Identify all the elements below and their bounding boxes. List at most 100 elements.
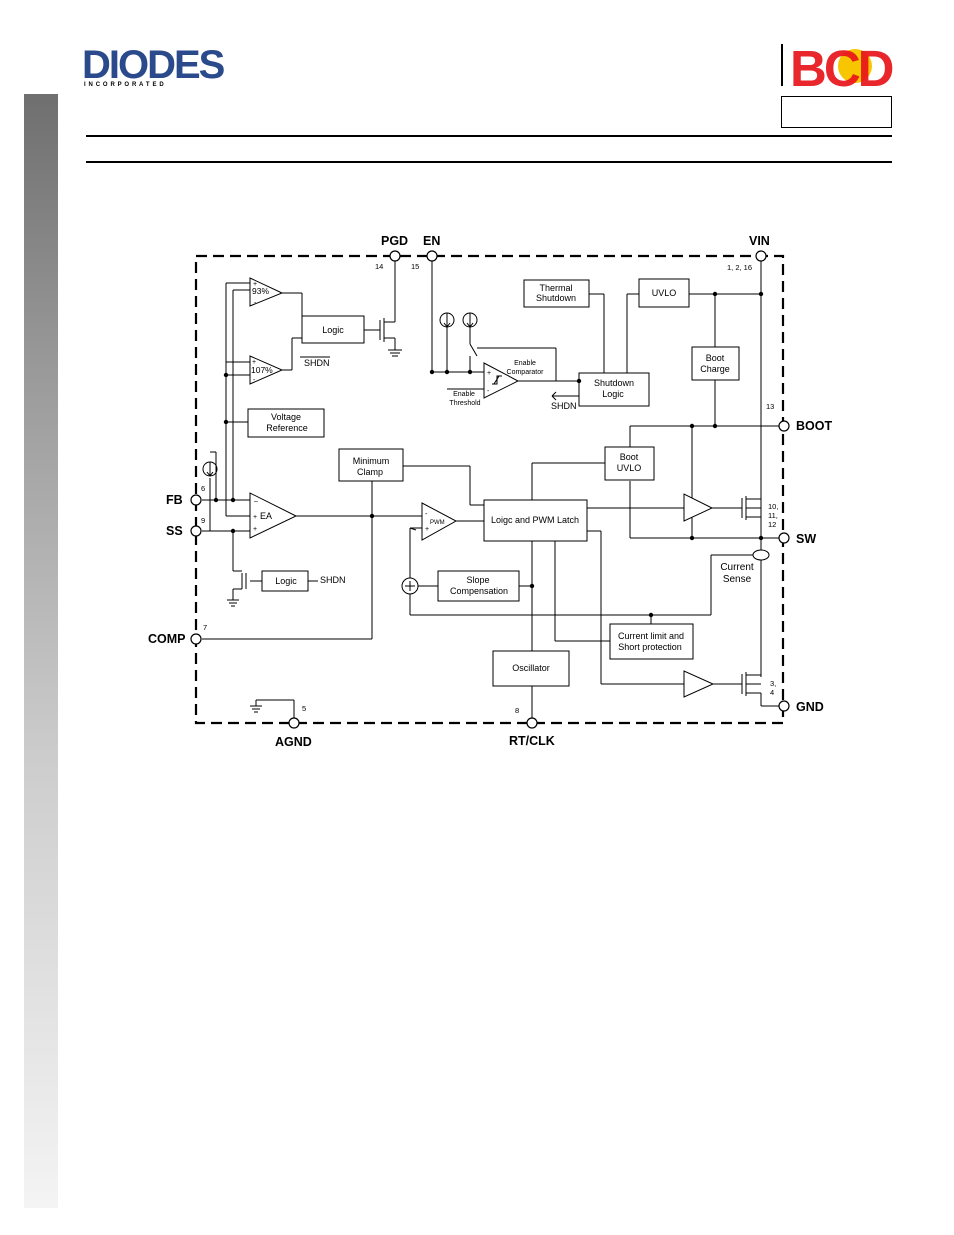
- label-enable-threshold-2: Threshold: [449, 400, 480, 407]
- label-enable-comparator-2: Comparator: [507, 369, 545, 376]
- bcd-logo-sun: [838, 49, 872, 83]
- label-shdn-bottom: SHDN: [320, 575, 346, 585]
- pin-sw: [778, 532, 790, 544]
- pin-label-agnd: AGND: [275, 735, 312, 749]
- label-pwm-latch: Loigc and PWM Latch: [491, 515, 579, 525]
- pin-vin: [755, 250, 767, 262]
- label-logic-top: Logic: [322, 325, 344, 335]
- pin-agnd: [288, 717, 300, 729]
- pin-number-rtclk: 8: [515, 706, 519, 715]
- pwm-latch-block: [483, 499, 588, 542]
- thermal-shutdown-block: [523, 279, 590, 308]
- sign-107-plus: +: [252, 359, 256, 366]
- logic-top-block: [301, 315, 365, 344]
- label-current-limit: Current limit and: [618, 631, 684, 641]
- label-shdn-shutdown: SHDN: [551, 401, 577, 411]
- label-enable-threshold-1: Enable: [453, 391, 475, 398]
- pin-label-rtclk: RT/CLK: [509, 734, 555, 748]
- pin-label-pgd: PGD: [381, 234, 408, 248]
- bcd-logo-divider: [781, 44, 783, 86]
- side-gradient-bar: [24, 94, 58, 1208]
- pin-number-ss: 9: [201, 516, 205, 525]
- pin-label-comp: COMP: [148, 632, 186, 646]
- pwm-comparator: [421, 502, 458, 541]
- label-boot-charge-1: Boot: [706, 353, 725, 363]
- pin-label-sw: SW: [796, 532, 816, 546]
- diodes-logo-text: DIODES: [82, 43, 225, 87]
- label-shdn-top: SHDN: [304, 358, 330, 368]
- enable-comparator: [483, 362, 520, 399]
- sign-93-plus: +: [253, 281, 257, 288]
- pin-fb: [190, 494, 202, 506]
- label-minimum: Minimum: [353, 456, 390, 466]
- label-93-percent: 93%: [252, 286, 269, 296]
- bcd-logo-text: BCD: [790, 40, 893, 97]
- part-number-box: [781, 96, 892, 128]
- minimum-clamp-block: [338, 448, 404, 482]
- label-short-protection: Short protection: [618, 642, 682, 652]
- low-side-driver: [683, 670, 715, 698]
- pin-number-gnd-2: 4: [770, 688, 774, 697]
- pin-pgd: [389, 250, 401, 262]
- label-compensation: Compensation: [450, 586, 508, 596]
- label-enable-comparator-1: Enable: [514, 360, 536, 367]
- current-sense-element: [752, 549, 770, 561]
- voltage-reference-block: [247, 408, 325, 438]
- current-limit-block: [609, 623, 694, 660]
- high-side-driver: [683, 493, 714, 522]
- pin-gnd: [778, 700, 790, 712]
- pin-number-sw-2: 11,: [768, 511, 778, 520]
- label-slope: Slope: [466, 575, 489, 585]
- pin-boot: [778, 420, 790, 432]
- pin-number-agnd: 5: [302, 704, 306, 713]
- pin-label-ss: SS: [166, 524, 183, 538]
- pin-rtclk: [526, 717, 538, 729]
- slope-compensation-block: [437, 570, 520, 602]
- pin-number-sw-3: 12: [768, 520, 776, 529]
- boot-uvlo-block: [604, 446, 655, 481]
- header-rule-bottom: [86, 161, 892, 163]
- comparator-93: [249, 277, 284, 307]
- pin-number-en: 15: [411, 262, 419, 271]
- boot-charge-block: [691, 346, 740, 381]
- shutdown-logic-block: [578, 372, 650, 407]
- error-amplifier: [249, 492, 298, 539]
- label-reference: Reference: [266, 423, 308, 433]
- header-rule-top: [86, 135, 892, 137]
- label-107-percent: 107%: [251, 365, 273, 375]
- diodes-logo: DIODES I N C O R P O R A T E D: [82, 43, 227, 88]
- sign-93-minus: -: [254, 300, 257, 307]
- pin-number-comp: 7: [203, 623, 207, 632]
- diodes-logo-subtitle: I N C O R P O R A T E D: [84, 82, 164, 88]
- label-uvlo: UVLO: [652, 288, 677, 298]
- label-clamp: Clamp: [357, 467, 383, 477]
- uvlo-block: [638, 278, 690, 308]
- comparator-107: [249, 355, 284, 385]
- label-thermal-shutdown: Shutdown: [536, 293, 576, 303]
- label-shutdown: Shutdown: [594, 378, 634, 388]
- sign-ea-plus: +: [253, 514, 257, 521]
- label-voltage: Voltage: [271, 412, 301, 422]
- sign-ea-plus-ss: +: [253, 526, 257, 533]
- label-ea: EA: [260, 511, 272, 521]
- pin-number-sw-1: 10,: [768, 502, 778, 511]
- label-oscillator: Oscillator: [512, 663, 550, 673]
- pin-label-boot: BOOT: [796, 419, 832, 433]
- pin-number-fb: 6: [201, 484, 205, 493]
- bcd-logo: BCD: [790, 40, 896, 97]
- sign-pwm-minus: -: [425, 511, 428, 518]
- sign-ea-minus: –: [254, 498, 258, 505]
- pin-label-fb: FB: [166, 493, 183, 507]
- pin-number-pgd: 14: [375, 262, 383, 271]
- sign-en-plus: +: [487, 370, 491, 377]
- pin-number-gnd-1: 3,: [770, 679, 776, 688]
- label-current: Current: [720, 562, 754, 573]
- pin-number-boot: 13: [766, 402, 774, 411]
- sign-pwm-plus: +: [425, 526, 429, 533]
- pin-en: [426, 250, 438, 262]
- pin-comp: [190, 633, 202, 645]
- ic-boundary: [194, 254, 785, 725]
- sign-en-minus: -: [487, 388, 490, 395]
- label-boot-charge-2: Charge: [700, 364, 730, 374]
